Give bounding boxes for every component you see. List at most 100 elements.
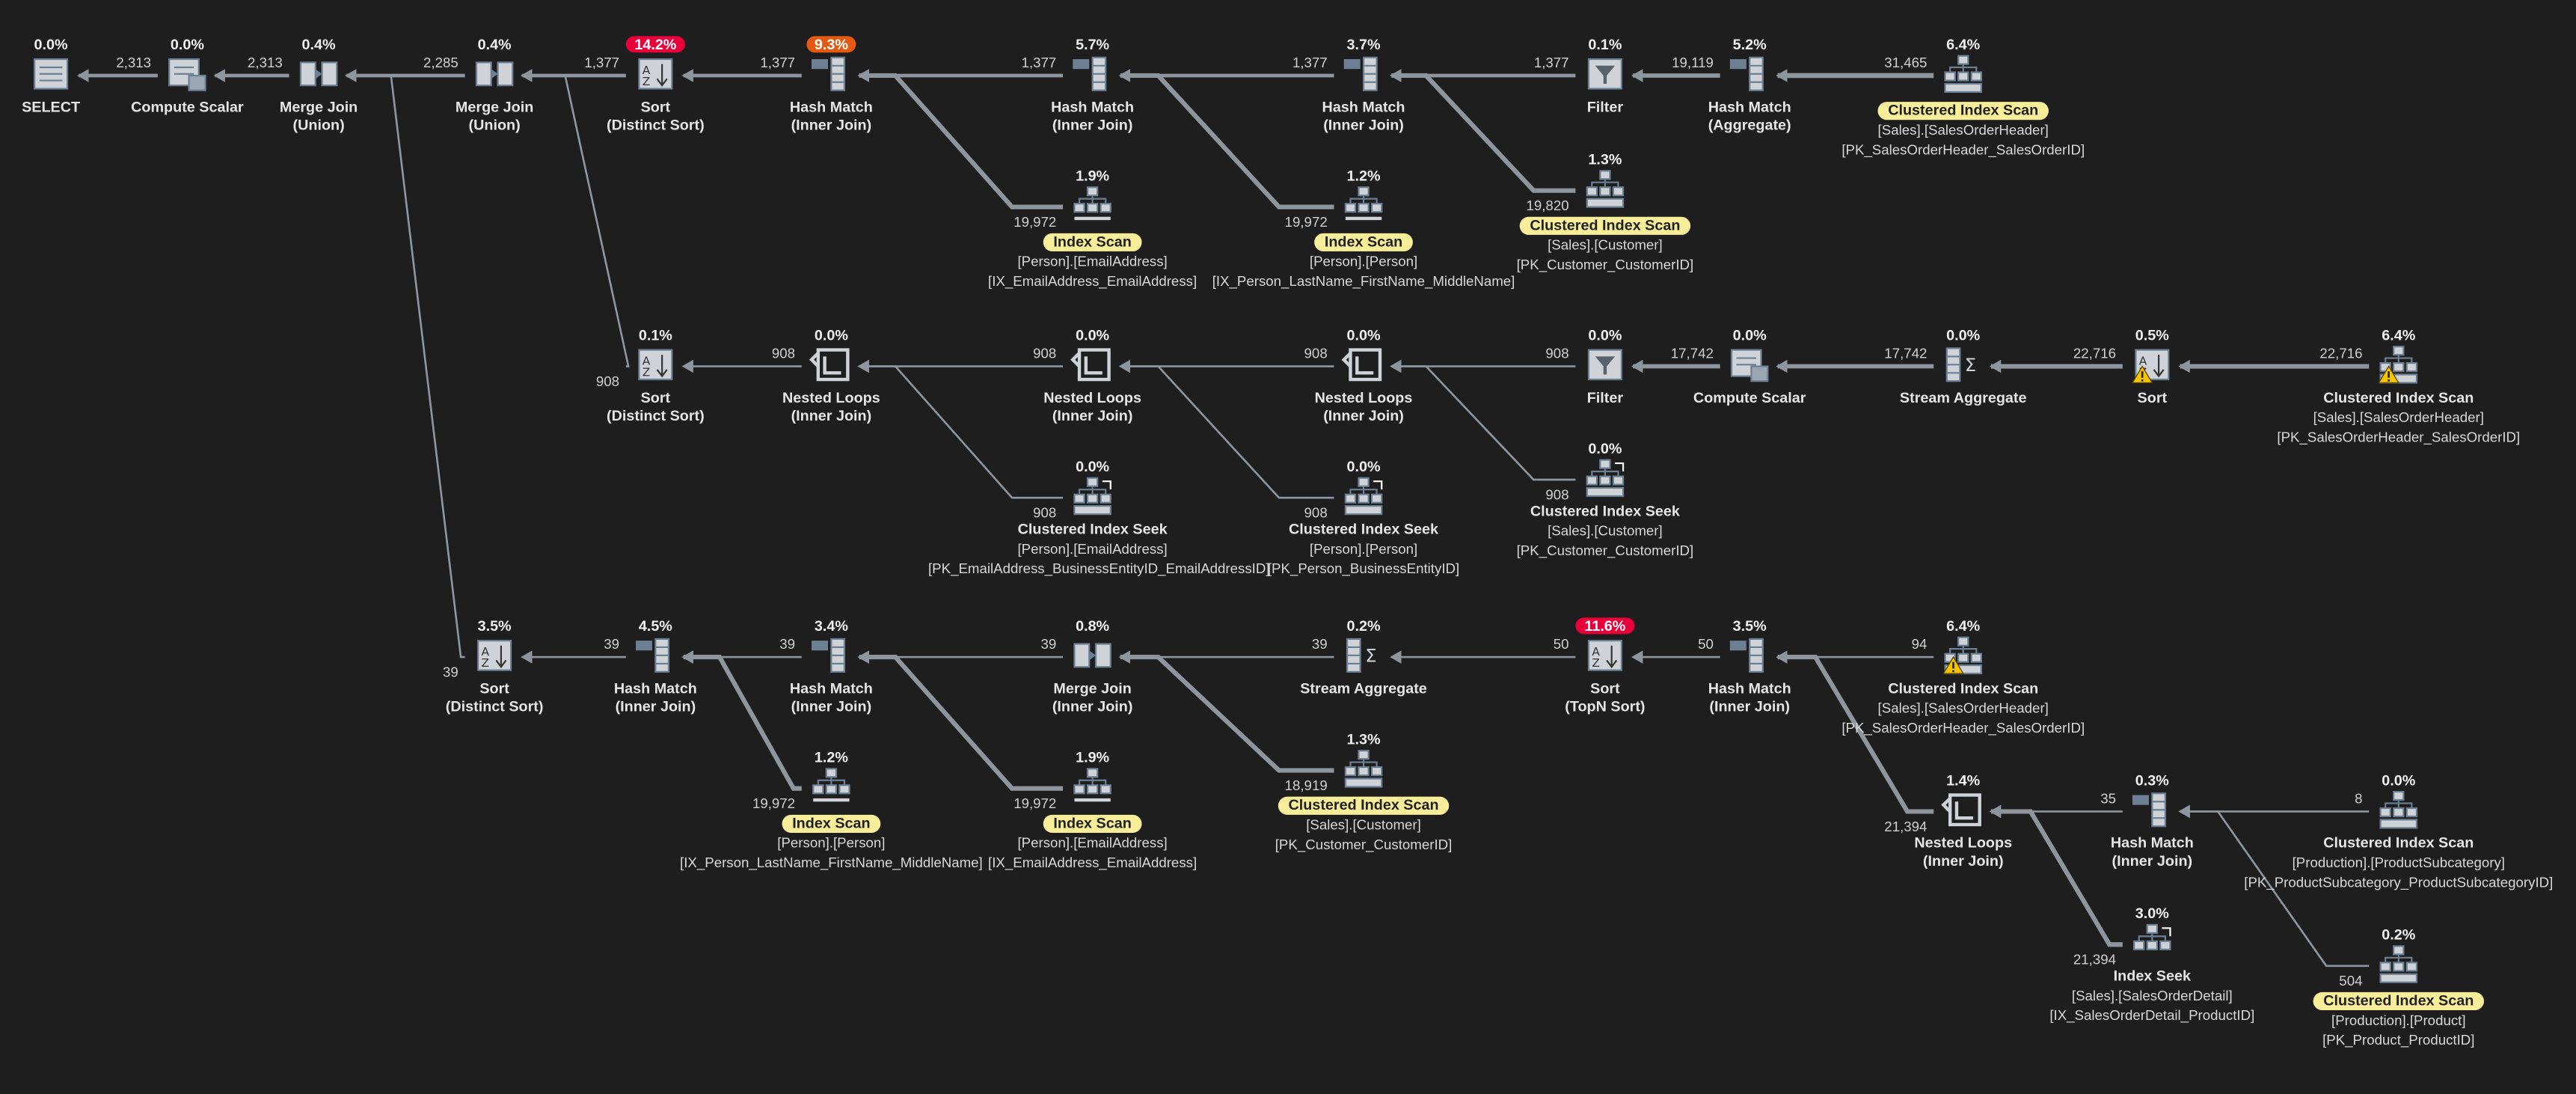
plan-operator-nl1[interactable]: 0.0%Nested Loops(Inner Join) bbox=[667, 322, 996, 425]
cost-percent: 1.9% bbox=[1076, 749, 1110, 766]
cost-percent: 3.7% bbox=[1346, 36, 1381, 53]
cost-percent: 0.0% bbox=[1588, 440, 1622, 457]
plan-operator-cisk3[interactable]: 0.0%Clustered Index Seek[Sales].[Custome… bbox=[1441, 436, 1769, 560]
nested-loops-icon bbox=[809, 343, 855, 386]
plan-operator-iseek[interactable]: 3.0%Index Seek[Sales].[SalesOrderDetail]… bbox=[1988, 900, 2316, 1025]
data-flow-arrow[interactable] bbox=[1989, 804, 2123, 947]
clustered-index-scan-icon bbox=[2376, 789, 2422, 831]
data-flow-arrow[interactable] bbox=[1118, 69, 1334, 210]
svg-text:A: A bbox=[643, 64, 651, 77]
row-count-label: 1,377 bbox=[584, 54, 620, 71]
plan-operator-filter1[interactable]: 0.1%Filter bbox=[1441, 31, 1769, 117]
row-count-label: 22,716 bbox=[2073, 344, 2117, 361]
plan-operator-cis3[interactable]: 6.4%Clustered Index Scan[Sales].[SalesOr… bbox=[2234, 322, 2563, 447]
plan-operator-nl3[interactable]: 0.0%Nested Loops(Inner Join) bbox=[1199, 322, 1527, 425]
operator-subtype: (Distinct Sort) bbox=[607, 407, 705, 424]
row-count-label: 908 bbox=[595, 373, 620, 390]
plan-operator-nl4[interactable]: 1.4%Nested Loops(Inner Join) bbox=[1799, 767, 2127, 870]
plan-operator-compute1[interactable]: 0.0%Compute Scalar bbox=[23, 31, 352, 117]
cost-percent: 0.0% bbox=[1946, 326, 1981, 343]
operator-subtype: (Inner Join) bbox=[1323, 116, 1404, 133]
data-flow-arrow[interactable] bbox=[1118, 359, 1334, 499]
operator-name: Clustered Index Scan bbox=[2313, 991, 2484, 1011]
plan-operator-cisk1[interactable]: 0.0%Clustered Index Seek[Person].[EmailA… bbox=[928, 453, 1270, 578]
hash-match-icon bbox=[1726, 52, 1773, 95]
operator-name: Nested Loops bbox=[782, 389, 880, 406]
operator-name: Hash Match bbox=[1708, 679, 1791, 697]
data-flow-arrow[interactable] bbox=[681, 650, 802, 791]
plan-operator-hash4[interactable]: 4.5%Hash Match(Inner Join) bbox=[491, 613, 820, 716]
plan-operator-hash7[interactable]: 0.3%Hash Match(Inner Join) bbox=[1988, 767, 2316, 870]
plan-operator-compute2[interactable]: 0.0%Compute Scalar bbox=[1586, 322, 1914, 407]
plan-operator-merge2[interactable]: 0.4%Merge Join(Union) bbox=[330, 31, 658, 135]
operator-name: Nested Loops bbox=[1914, 834, 2013, 852]
plan-operator-cis4[interactable]: 6.4%Clustered Index Scan[Sales].[SalesOr… bbox=[1799, 613, 2127, 738]
cost-percent: 0.0% bbox=[1588, 326, 1622, 343]
operator-name: Nested Loops bbox=[1043, 389, 1141, 406]
row-count-label: 35 bbox=[2100, 789, 2117, 807]
cost-percent: 6.4% bbox=[1946, 36, 1981, 53]
cost-percent: 11.6% bbox=[1576, 617, 1634, 635]
plan-operator-cis1[interactable]: 6.4%Clustered Index Scan[Sales].[SalesOr… bbox=[1799, 31, 2127, 159]
plan-operator-nl2[interactable]: 0.0%Nested Loops(Inner Join) bbox=[928, 322, 1257, 425]
operator-subtype: (Union) bbox=[468, 116, 521, 133]
operator-subtype: (Inner Join) bbox=[2112, 852, 2193, 870]
object-index: [IX_EmailAddress_EmailAddress] bbox=[988, 854, 1197, 871]
row-count-label: 39 bbox=[1311, 635, 1328, 653]
plan-operator-cis7[interactable]: 0.2%Clustered Index Scan[Production].[Pr… bbox=[2234, 922, 2563, 1050]
operator-subtype: (Inner Join) bbox=[1052, 697, 1133, 715]
object-table: [Sales].[SalesOrderDetail] bbox=[2071, 987, 2233, 1004]
plan-operator-hash5[interactable]: 3.4%Hash Match(Inner Join) bbox=[667, 613, 996, 716]
hash-match-icon bbox=[633, 634, 679, 676]
object-index: [IX_SalesOrderDetail_ProductID] bbox=[2049, 1006, 2255, 1024]
data-flow-arrow[interactable] bbox=[1390, 69, 1576, 193]
plan-operator-is1[interactable]: 1.9%Index Scan[Person].[EmailAddress][IX… bbox=[928, 162, 1257, 290]
plan-operator-is3[interactable]: 1.2%Index Scan[Person].[Person][IX_Perso… bbox=[667, 744, 996, 872]
plan-operator-cisk2[interactable]: 0.0%Clustered Index Seek[Person].[Person… bbox=[1199, 453, 1527, 578]
plan-operator-hash2[interactable]: 5.7%Hash Match(Inner Join) bbox=[928, 31, 1257, 135]
data-flow-arrow[interactable] bbox=[2178, 804, 2370, 968]
operator-subtype: (Inner Join) bbox=[791, 116, 872, 133]
data-flow-arrow[interactable] bbox=[1118, 650, 1334, 773]
plan-operator-hashagg[interactable]: 5.2%Hash Match(Aggregate) bbox=[1586, 31, 1914, 135]
row-count-label: 908 bbox=[1033, 344, 1057, 361]
data-flow-arrow[interactable] bbox=[1390, 359, 1576, 481]
data-flow-arrow[interactable] bbox=[857, 359, 1064, 499]
data-flow-arrow[interactable] bbox=[857, 650, 1064, 791]
cost-percent: 1.2% bbox=[1346, 167, 1381, 184]
plan-operator-hash3[interactable]: 3.7%Hash Match(Inner Join) bbox=[1199, 31, 1527, 135]
plan-operator-filter2[interactable]: 0.0%Filter bbox=[1441, 322, 1769, 407]
data-flow-arrow[interactable] bbox=[857, 69, 1064, 210]
plan-operator-merge3[interactable]: 0.8%Merge Join(Inner Join) bbox=[928, 613, 1257, 716]
plan-operator-hash6[interactable]: 3.5%Hash Match(Inner Join) bbox=[1586, 613, 1914, 716]
cost-percent: 0.3% bbox=[2135, 771, 2169, 789]
plan-operator-merge1[interactable]: 0.4%Merge Join(Union) bbox=[154, 31, 482, 135]
plan-operator-cis6[interactable]: 0.0%Clustered Index Scan[Production].[Pr… bbox=[2234, 767, 2563, 892]
cost-percent: 0.1% bbox=[1588, 36, 1622, 53]
data-flow-arrow[interactable] bbox=[1776, 650, 1934, 814]
plan-operator-is4[interactable]: 1.9%Index Scan[Person].[EmailAddress][IX… bbox=[928, 744, 1257, 872]
row-count-label: 19,972 bbox=[1013, 795, 1057, 812]
hash-match-icon bbox=[1340, 52, 1387, 95]
plan-operator-select[interactable]: 0.0%SELECT bbox=[0, 31, 215, 117]
svg-text:A: A bbox=[2139, 354, 2147, 367]
object-index: [IX_EmailAddress_EmailAddress] bbox=[988, 272, 1197, 290]
data-flow-arrow[interactable] bbox=[345, 69, 465, 658]
plan-operator-cis2[interactable]: 1.3%Clustered Index Scan[Sales].[Custome… bbox=[1441, 146, 1769, 274]
data-flow-arrow[interactable] bbox=[521, 69, 630, 367]
operator-name: Merge Join bbox=[1053, 679, 1132, 697]
plan-operator-hash1[interactable]: 9.3%Hash Match(Inner Join) bbox=[667, 31, 996, 135]
plan-operator-cis5[interactable]: 1.3%Clustered Index Scan[Sales].[Custome… bbox=[1199, 726, 1527, 854]
compute-scalar-icon bbox=[165, 52, 211, 95]
plan-operator-is2[interactable]: 1.2%Index Scan[Person].[Person][IX_Perso… bbox=[1199, 162, 1527, 290]
svg-text:Z: Z bbox=[482, 656, 490, 670]
row-count-label: 21,394 bbox=[2073, 951, 2117, 968]
